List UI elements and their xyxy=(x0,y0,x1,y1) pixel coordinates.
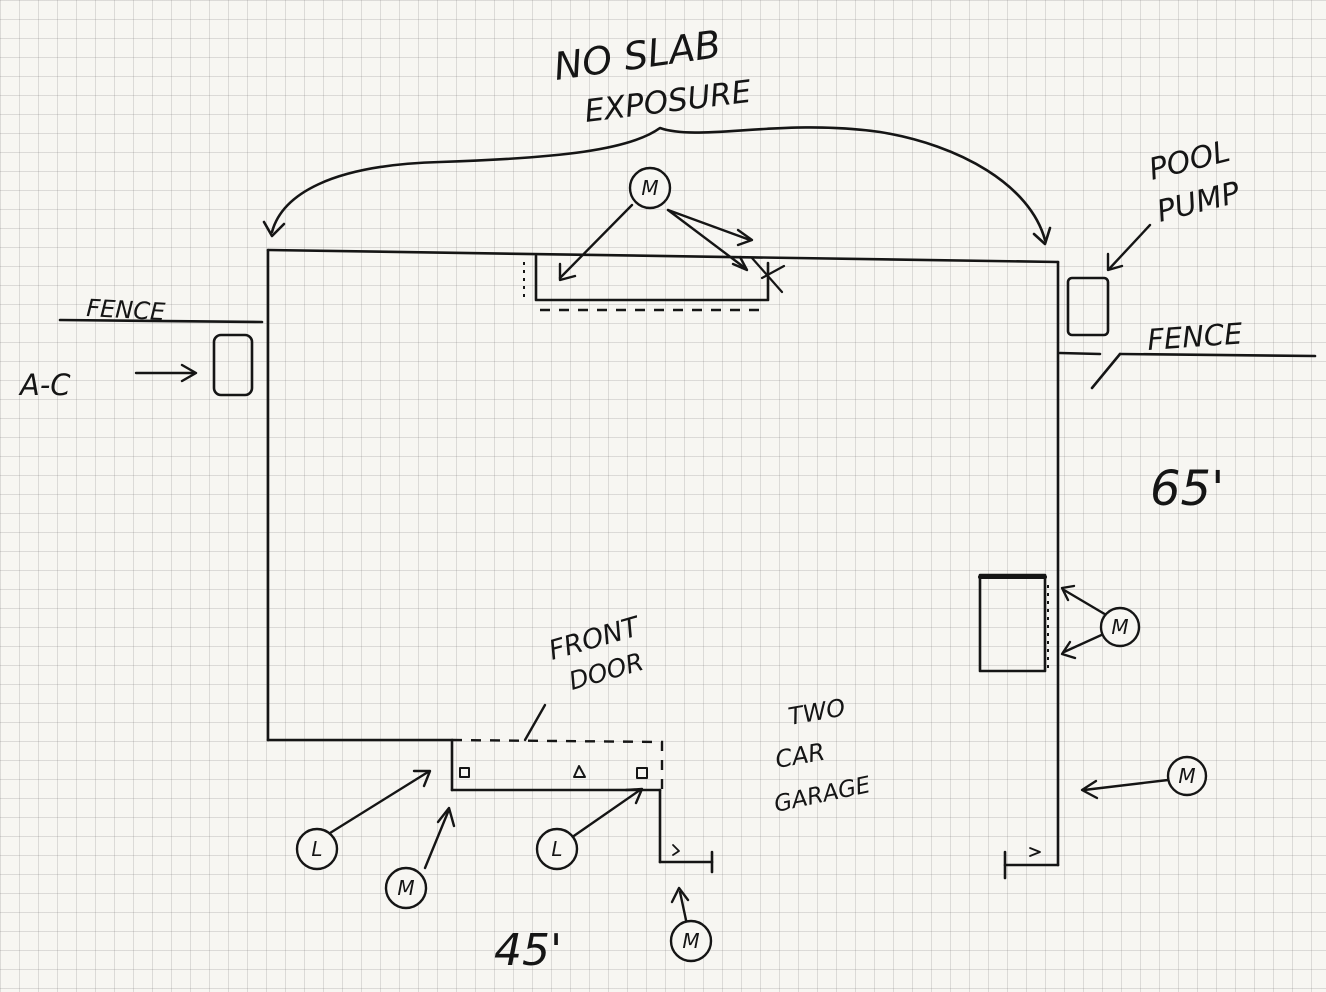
moisture-marker-circle xyxy=(1099,606,1141,648)
leak-marker-circle xyxy=(535,827,579,871)
fence-right-line xyxy=(1118,352,1317,358)
leak-middle-arrow-head xyxy=(624,787,644,805)
leak-left-arrow xyxy=(320,770,430,840)
moisture-marker-letter: M xyxy=(682,929,699,953)
no-slab-label: NO SLAB xyxy=(551,22,723,89)
fence-right-gate xyxy=(1090,352,1122,390)
leak-middle-arrow xyxy=(566,788,642,842)
fence-left-label: FENCE xyxy=(86,294,167,326)
porch-post-left xyxy=(459,767,470,778)
garage-label: GARAGE xyxy=(772,772,873,818)
side-marker-arrow-up xyxy=(1062,588,1110,618)
garage-right-mark xyxy=(1029,847,1041,857)
garage-marker-arrow-head xyxy=(670,886,690,904)
fence-right-stub xyxy=(1058,351,1102,356)
moisture-marker: M xyxy=(628,166,672,210)
moisture-marker-letter: M xyxy=(1178,764,1195,788)
leak-left-arrow-head xyxy=(412,769,432,788)
pool-pump-arrow-head xyxy=(1106,252,1124,272)
side-bump-out xyxy=(978,573,1049,673)
side-marker-arrow-down-head xyxy=(1060,640,1077,660)
ac-label: A-C xyxy=(18,368,71,402)
moisture-marker-circle xyxy=(1166,755,1208,797)
moisture-marker: M xyxy=(1166,755,1208,797)
side-marker-arrow-up-head xyxy=(1060,584,1076,602)
no-slab-brace-right-head xyxy=(1032,226,1052,246)
leak-marker-circle xyxy=(295,827,339,871)
leader-arrows xyxy=(134,126,1170,922)
moisture-marker-letter: M xyxy=(397,876,414,900)
two-label: TWO xyxy=(786,693,847,731)
house-outline xyxy=(266,248,1060,880)
rear-marker-arrow-right-b-head xyxy=(731,255,749,272)
porch-post-middle xyxy=(573,765,586,778)
garage-marker-arrow xyxy=(678,890,688,922)
exposure-label: EXPOSURE xyxy=(583,74,754,130)
moisture-marker-letter: M xyxy=(641,176,658,200)
rear-patio xyxy=(523,254,786,312)
rear-patio-outline xyxy=(534,254,770,302)
porch-post-right xyxy=(636,767,648,779)
fence-left-line xyxy=(58,318,264,324)
rear-patio-corner-x xyxy=(750,256,786,294)
ac-unit xyxy=(212,333,254,397)
leak-marker: L xyxy=(535,827,579,871)
rear-marker-arrow-right-a-head xyxy=(736,228,754,247)
front-marker-arrow-head xyxy=(436,806,456,828)
side-marker-arrow-down xyxy=(1062,630,1110,654)
rear-marker-arrow-right-b xyxy=(666,208,747,270)
moisture-marker-circle xyxy=(384,866,428,910)
front-door-leader xyxy=(523,703,547,742)
rear-marker-arrow-left xyxy=(558,203,634,280)
leak-marker-letter: L xyxy=(551,837,562,861)
pool-pump-arrow xyxy=(1108,223,1152,270)
car-label: CAR xyxy=(773,738,827,774)
side-bump-out-box xyxy=(978,573,1047,673)
moisture-marker-circle xyxy=(669,919,713,963)
front-porch xyxy=(451,738,664,790)
leak-marker-letter: L xyxy=(311,837,322,861)
rear-marker-arrow-left-head xyxy=(558,262,577,282)
leak-marker: L xyxy=(295,827,339,871)
depth-dimension-label: 65' xyxy=(1150,461,1224,517)
moisture-marker: M xyxy=(669,919,713,963)
right-wall-marker-arrow xyxy=(1082,778,1170,792)
moisture-marker: M xyxy=(384,866,428,910)
rear-wall-line xyxy=(266,248,1060,264)
width-dimension-label: 45' xyxy=(494,925,562,976)
no-slab-brace xyxy=(270,126,1047,242)
garage-left-mark xyxy=(672,844,680,856)
ac-arrow-head xyxy=(180,363,198,383)
moisture-marker-circle xyxy=(628,166,672,210)
right-wall-marker-arrow-head xyxy=(1080,779,1099,800)
no-slab-brace-left-head xyxy=(262,220,286,238)
fence-right-label: FENCE xyxy=(1146,316,1244,357)
moisture-marker-letter: M xyxy=(1111,615,1128,639)
porch-roof-dashed-line xyxy=(451,738,664,790)
rear-marker-arrow-right-a xyxy=(666,208,752,242)
front-marker-arrow xyxy=(423,810,450,870)
pool-pump-unit xyxy=(1066,276,1110,337)
moisture-marker: M xyxy=(1099,606,1141,648)
